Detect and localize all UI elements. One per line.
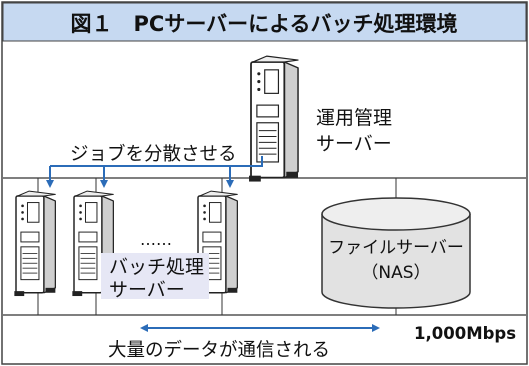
batch-server-label-box [101,253,209,299]
title-bar [2,2,527,42]
file-server-label-line1: ファイルサーバー [328,238,464,258]
file-server-label-line2: （NAS） [361,263,430,283]
figure-title: 図１ PCサーバーによるバッチ処理環境 [71,12,458,36]
distribute-jobs-label: ジョブを分散させる [70,143,237,165]
batch-server-label-line1: バッチ処理 [109,256,204,278]
batch-server-icon-1 [13,190,57,297]
management-server-label-line1: 運用管理 [316,107,392,129]
ellipsis-text: …… [140,230,172,249]
batch-server-label-line2: サーバー [109,279,185,301]
management-server-icon [248,55,299,183]
bandwidth-label: 1,000Mbps [414,324,516,343]
nas-storage-icon [321,197,471,309]
data-transfer-label: 大量のデータが通信される [108,340,330,361]
distribution-arrow-path [50,156,263,167]
management-server-label-line2: サーバー [316,133,392,155]
